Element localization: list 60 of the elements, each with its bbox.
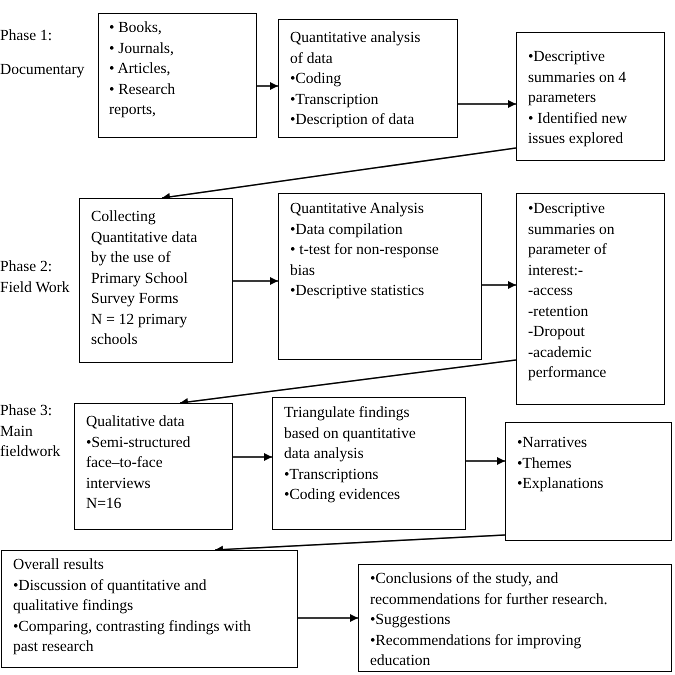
process-box bbox=[358, 564, 672, 672]
box-text: Quantitative Analysis bbox=[290, 199, 425, 219]
arrow bbox=[466, 457, 505, 465]
box-text: -access bbox=[528, 281, 574, 301]
box-text: • Journals, bbox=[109, 38, 175, 58]
arrow bbox=[482, 281, 516, 289]
box-text: •Themes bbox=[517, 454, 572, 474]
box-text: • Articles, bbox=[109, 59, 172, 79]
box-text: •Transcription bbox=[290, 90, 380, 110]
arrow bbox=[458, 100, 516, 108]
box-text: N=16 bbox=[86, 494, 122, 514]
box-text: Overall results bbox=[13, 555, 105, 575]
box-text: •Semi-structured face–to-face interviews bbox=[86, 432, 192, 494]
box-text: •Discussion of quantitative and qualitative findings bbox=[13, 576, 208, 616]
box-text: • Books, bbox=[109, 18, 163, 38]
box-text: -academic performance bbox=[528, 342, 608, 383]
arrow bbox=[233, 453, 272, 461]
box-text: •Coding bbox=[290, 69, 342, 89]
arrow bbox=[298, 614, 358, 622]
box-text: •Description of data bbox=[290, 110, 416, 130]
process-box bbox=[505, 422, 672, 541]
box-text: •Explanations bbox=[517, 474, 604, 494]
phase-label: Phase 3: Main fieldwork bbox=[0, 401, 62, 462]
arrow bbox=[233, 277, 278, 285]
box-text: N = 12 primary schools bbox=[91, 310, 188, 350]
box-text: •Coding evidences bbox=[284, 485, 402, 505]
box-text: •Recommendations for improving education bbox=[370, 630, 582, 671]
process-box bbox=[1, 550, 298, 668]
box-text: Triangulate findings based on quantitative data analysis bbox=[284, 403, 417, 464]
box-text: • Research reports, bbox=[109, 80, 176, 120]
box-text: •Suggestions bbox=[370, 610, 452, 630]
box-text: •Conclusions of the study, and recommendations for further research. bbox=[370, 569, 609, 610]
box-text: •Transcriptions bbox=[284, 464, 380, 484]
box-text: •Comparing, contrasting findings with past research bbox=[13, 616, 252, 657]
arrow bbox=[162, 147, 516, 201]
box-text: -Dropout bbox=[528, 322, 586, 342]
box-text: • Identified new issues explored bbox=[528, 108, 628, 149]
box-text: Collecting Quantitative data by the use of Primary School Survey Forms bbox=[91, 207, 198, 309]
box-text: •Narratives bbox=[517, 433, 588, 453]
process-box bbox=[98, 13, 257, 138]
phase-label: Phase 1: bbox=[0, 26, 52, 46]
process-box bbox=[272, 397, 466, 530]
box-text: •Descriptive summaries on 4 parameters bbox=[528, 47, 628, 108]
box-text: •Data compilation bbox=[290, 220, 404, 240]
box-text: •Descriptive statistics bbox=[290, 281, 426, 301]
phase-label: Phase 2: Field Work bbox=[0, 257, 71, 298]
arrow bbox=[257, 82, 278, 90]
box-text: Qualitative data bbox=[86, 412, 186, 432]
box-text: Quantitative analysis of data bbox=[290, 28, 422, 68]
box-text: -retention bbox=[528, 302, 590, 322]
process-box bbox=[278, 19, 458, 138]
phase-label: Documentary bbox=[0, 60, 84, 80]
box-text: •Descriptive summaries on parameter of interest:- bbox=[528, 199, 616, 280]
process-box bbox=[74, 403, 233, 530]
process-box bbox=[516, 32, 665, 161]
process-box bbox=[278, 193, 482, 360]
arrow bbox=[180, 359, 516, 406]
process-box bbox=[79, 198, 233, 363]
box-text: • t-test for non-response bias bbox=[290, 240, 440, 280]
process-box bbox=[516, 193, 665, 405]
